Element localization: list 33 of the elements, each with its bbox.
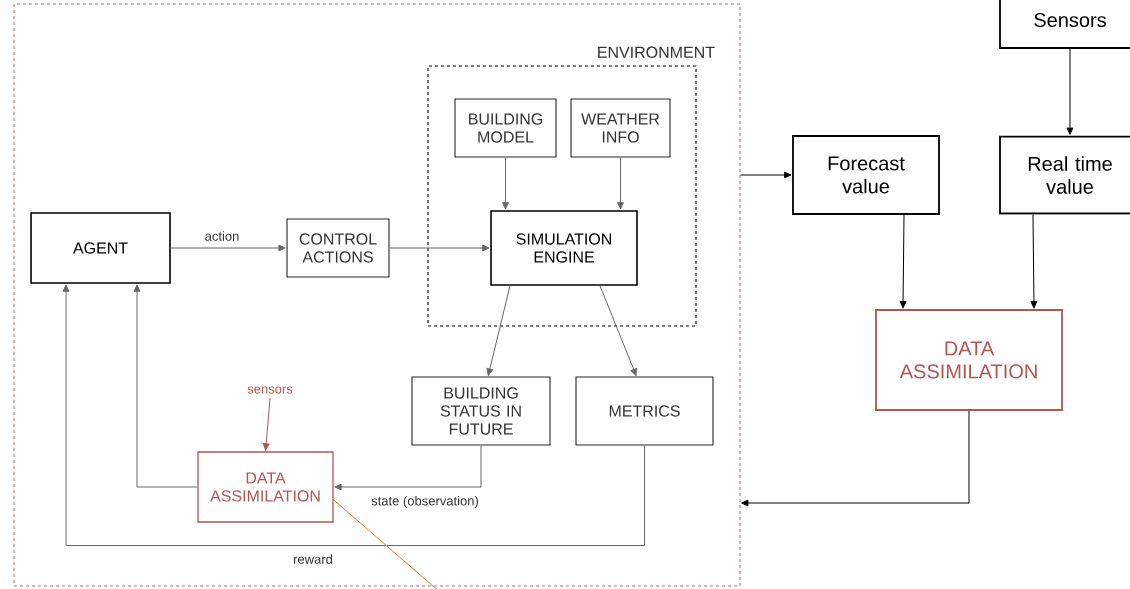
process-box: Sensors <box>999 0 1130 49</box>
process-box: CONTROL ACTIONS <box>286 218 390 278</box>
process-box: Forecast value <box>792 135 940 215</box>
process-box: Real time value <box>999 135 1130 215</box>
process-box: AGENT <box>30 212 171 284</box>
arrow <box>1030 213 1038 309</box>
process-box: WEATHER INFO <box>570 98 671 158</box>
sensor-label: sensors <box>247 386 293 394</box>
arrow <box>599 285 637 376</box>
arrow <box>334 445 482 491</box>
edge-label: state (observation) <box>370 494 480 510</box>
process-box: SIMULATION ENGINE <box>490 210 638 286</box>
arrow <box>899 214 907 309</box>
arrow <box>617 157 624 210</box>
arrow <box>739 171 792 179</box>
arrow <box>741 410 970 507</box>
region-box <box>13 3 741 587</box>
arrow <box>62 284 645 547</box>
arrow <box>133 284 198 488</box>
process-box: BUILDING MODEL <box>454 98 557 158</box>
arrow <box>262 397 271 451</box>
arrow <box>389 244 490 252</box>
edge-label: reward <box>292 553 334 565</box>
arrow <box>502 157 509 210</box>
process-box: DATA ASSIMILATION <box>875 309 1063 411</box>
region-title: ENVIRONMENT <box>598 46 715 58</box>
process-box: DATA ASSIMILATION <box>197 451 334 523</box>
arrow <box>1066 48 1074 135</box>
process-box: BUILDING STATUS IN FUTURE <box>411 376 551 446</box>
edge-label: action <box>203 230 241 242</box>
process-box: METRICS <box>575 376 714 446</box>
arrow <box>170 244 286 252</box>
arrow <box>486 285 511 376</box>
